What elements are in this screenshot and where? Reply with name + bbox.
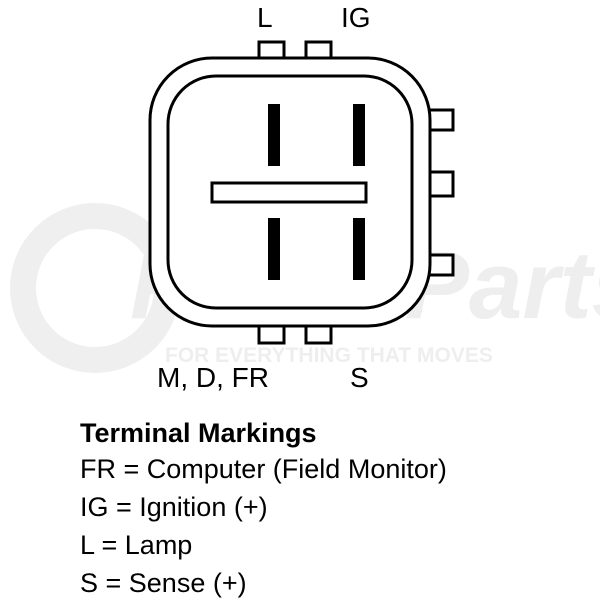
legend-title: Terminal Markings	[80, 418, 317, 448]
connector-housing-inner	[166, 74, 414, 310]
svg-text:FOR EVERYTHING THAT MOVES: FOR EVERYTHING THAT MOVES	[165, 344, 493, 367]
horizontal-slot	[210, 181, 368, 204]
legend-item-fr: FR = Computer (Field Monitor)	[80, 454, 447, 484]
blade-l	[268, 104, 280, 166]
terminal-legend: Terminal Markings FR = Computer (Field M…	[80, 416, 447, 602]
pin-label-l: L	[257, 2, 273, 33]
pin-label-ig: IG	[341, 2, 371, 33]
legend-item-ig: IG = Ignition (+)	[80, 492, 268, 522]
legend-item-l: L = Lamp	[80, 530, 193, 560]
bottom-pin-tabs	[257, 325, 333, 345]
legend-item-s: S = Sense (+)	[80, 568, 247, 598]
blade-ig	[353, 104, 365, 166]
pin-label-s: S	[350, 362, 369, 393]
pin-label-mdfr: M, D, FR	[157, 362, 269, 393]
blade-s	[353, 218, 365, 280]
blade-mdfr	[268, 218, 280, 280]
svg-text:Parts: Parts	[405, 232, 600, 339]
top-pin-tabs	[257, 40, 333, 60]
side-tabs	[428, 108, 455, 277]
terminal-blades	[268, 104, 365, 280]
